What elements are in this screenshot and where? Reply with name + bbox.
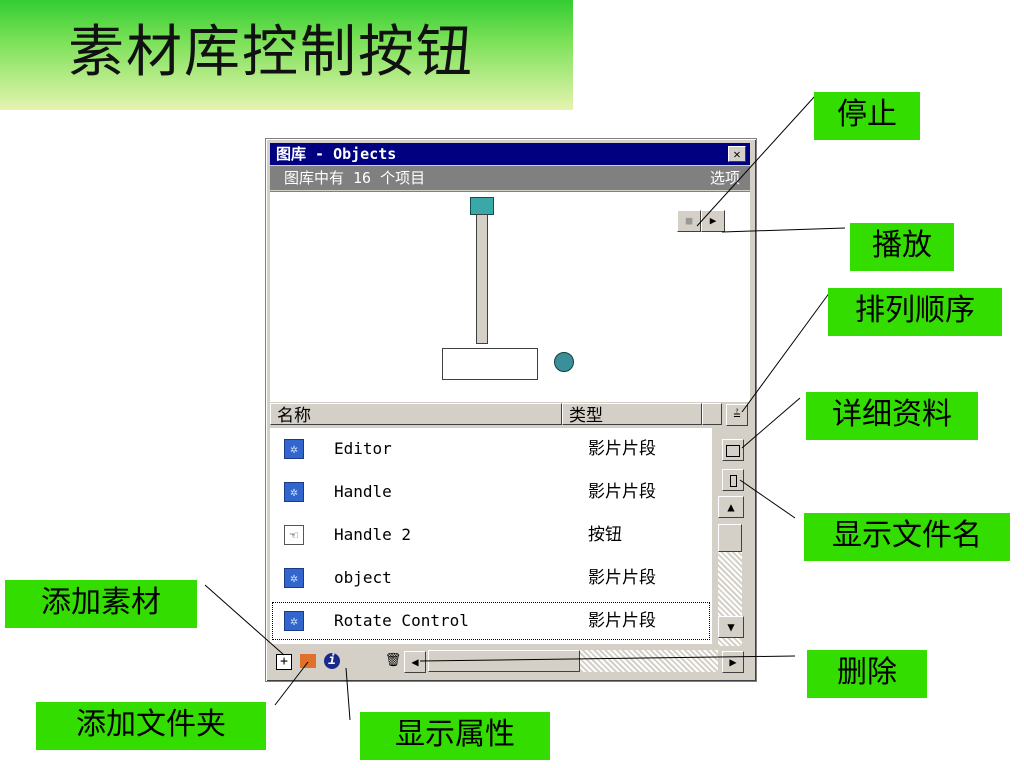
title-banner: 素材库控制按钮: [0, 0, 573, 110]
callout-sort-order: 排列顺序: [828, 288, 1002, 336]
window-titlebar[interactable]: 图库 - Objects ✕: [270, 143, 750, 165]
list-item[interactable]: ✲ Handle 影片片段: [270, 471, 712, 513]
callout-stop: 停止: [814, 92, 920, 140]
item-name: Handle 2: [334, 525, 412, 544]
item-type: 按钮: [588, 525, 622, 545]
preview-bar-graphic: [476, 214, 488, 344]
item-type: 影片片段: [588, 439, 656, 459]
callout-add-asset: 添加素材: [5, 580, 197, 628]
trash-icon[interactable]: 🗑: [384, 653, 402, 668]
options-menu[interactable]: 选项: [709, 169, 740, 187]
column-header-type[interactable]: 类型: [562, 403, 702, 426]
asset-list: ✲ Editor 影片片段 ✲ Handle 影片片段 ☜ Handle 2 按…: [270, 428, 712, 644]
narrow-view-icon: [729, 474, 737, 487]
column-header-row: 名称 类型 ≟: [270, 403, 750, 427]
list-item[interactable]: ✲ Editor 影片片段: [270, 428, 712, 470]
preview-circle-graphic: [554, 352, 574, 372]
horizontal-scrollbar-track[interactable]: [428, 650, 718, 672]
item-type: 影片片段: [588, 568, 656, 588]
item-type: 影片片段: [588, 611, 656, 631]
item-name: Handle: [334, 482, 392, 501]
stop-button[interactable]: ■: [677, 210, 701, 232]
sort-order-button[interactable]: ≟: [726, 404, 748, 426]
callout-add-folder: 添加文件夹: [36, 702, 266, 750]
library-info-bar: 图库中有 16 个项目 选项: [270, 166, 750, 190]
slide-title: 素材库控制按钮: [68, 20, 474, 85]
preview-box-graphic: [442, 348, 538, 380]
column-header-name[interactable]: 名称: [270, 403, 562, 426]
movie-clip-icon: ✲: [284, 439, 304, 459]
list-item[interactable]: ✲ Rotate Control 影片片段: [270, 600, 712, 642]
item-type: 影片片段: [588, 482, 656, 502]
list-item[interactable]: ✲ object 影片片段: [270, 557, 712, 599]
callout-play: 播放: [850, 223, 954, 271]
scroll-left-button[interactable]: ◀: [404, 651, 426, 673]
button-symbol-icon: ☜: [284, 525, 304, 545]
item-name: Rotate Control: [334, 611, 469, 630]
new-folder-icon[interactable]: [300, 654, 316, 668]
item-name: object: [334, 568, 392, 587]
preview-area: ■ ▶: [270, 191, 750, 402]
vertical-scroll-thumb[interactable]: [718, 524, 742, 552]
movie-clip-icon: ✲: [284, 482, 304, 502]
library-toolbar: + i 🗑 ◀ ▶: [270, 646, 750, 676]
movie-clip-icon: ✲: [284, 611, 304, 631]
column-header-spacer: [702, 403, 722, 425]
item-count: 图库中有 16 个项目: [284, 169, 426, 187]
callout-show-properties: 显示属性: [360, 712, 550, 760]
wide-view-button[interactable]: [722, 439, 744, 461]
properties-icon[interactable]: i: [324, 653, 340, 669]
close-button[interactable]: ✕: [728, 146, 746, 162]
wide-view-icon: [726, 444, 740, 457]
window-title: 图库 - Objects: [276, 145, 397, 163]
callout-show-filename: 显示文件名: [804, 513, 1010, 561]
item-name: Editor: [334, 439, 392, 458]
callout-details: 详细资料: [806, 392, 978, 440]
list-item[interactable]: ☜ Handle 2 按钮: [270, 514, 712, 556]
library-panel: 图库 - Objects ✕ 图库中有 16 个项目 选项 ■ ▶ 名称 类型 …: [265, 138, 757, 682]
movie-clip-icon: ✲: [284, 568, 304, 588]
scroll-up-button[interactable]: ▲: [718, 496, 744, 518]
narrow-view-button[interactable]: [722, 469, 744, 491]
scroll-down-button[interactable]: ▼: [718, 616, 744, 638]
callout-delete: 删除: [807, 650, 927, 698]
